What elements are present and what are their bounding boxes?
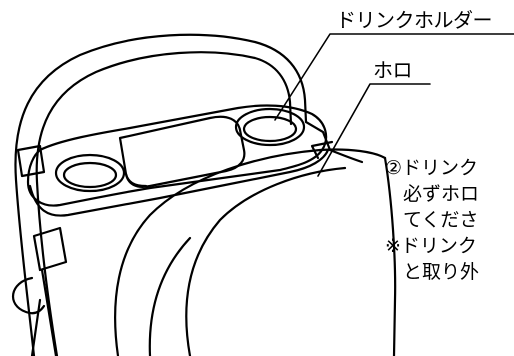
frame-grip-joint xyxy=(16,144,46,178)
instruction-line: と取り外 xyxy=(403,261,480,283)
instruction-line: ②ドリンク xyxy=(385,157,479,179)
stroller-handle-bar xyxy=(14,33,308,356)
drink-holder-label: ドリンクホルダー xyxy=(336,8,493,32)
frame-left-tube xyxy=(40,268,58,356)
hood-label: ホロ xyxy=(373,58,413,82)
stroller-handle-bar-inner xyxy=(35,51,293,356)
instruction-line: 必ずホロ xyxy=(403,183,480,205)
drink-holder-tray xyxy=(26,104,328,207)
hood-leader-line xyxy=(317,83,431,177)
frame-foot-hook xyxy=(11,276,46,315)
cup-holder-right xyxy=(234,107,306,147)
hood-canopy xyxy=(114,148,387,356)
hood-edge-right xyxy=(383,156,397,356)
drink-holder-leader-line xyxy=(274,33,514,121)
instruction-line: てくださ xyxy=(403,209,479,231)
instruction-notes: ②ドリンク 必ずホロ てくださ ※ドリンク と取り外 xyxy=(385,155,479,285)
instruction-line: ※ドリンク xyxy=(385,235,477,257)
stroller-handle-right-side xyxy=(304,120,332,152)
cup-holder-left xyxy=(54,153,126,193)
